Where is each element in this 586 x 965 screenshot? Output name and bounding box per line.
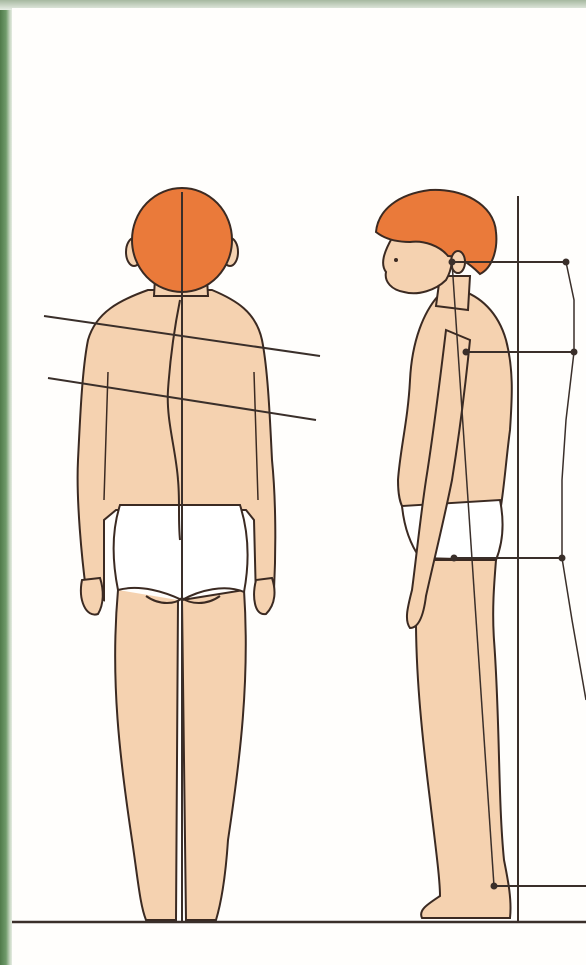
side-view-legs [416, 560, 511, 918]
back-view-right-hand [254, 578, 274, 614]
side-view-figure [376, 190, 512, 918]
back-view-shorts [114, 505, 248, 600]
back-view-legs [115, 590, 246, 920]
back-view-figure [78, 188, 276, 920]
chest-point [463, 349, 470, 356]
heel-point [491, 883, 498, 890]
outer-profile-line [562, 262, 586, 700]
back-view-left-hand [81, 578, 103, 615]
head-point [449, 259, 456, 266]
side-view-eye [394, 258, 398, 262]
pelvis-point [451, 555, 458, 562]
